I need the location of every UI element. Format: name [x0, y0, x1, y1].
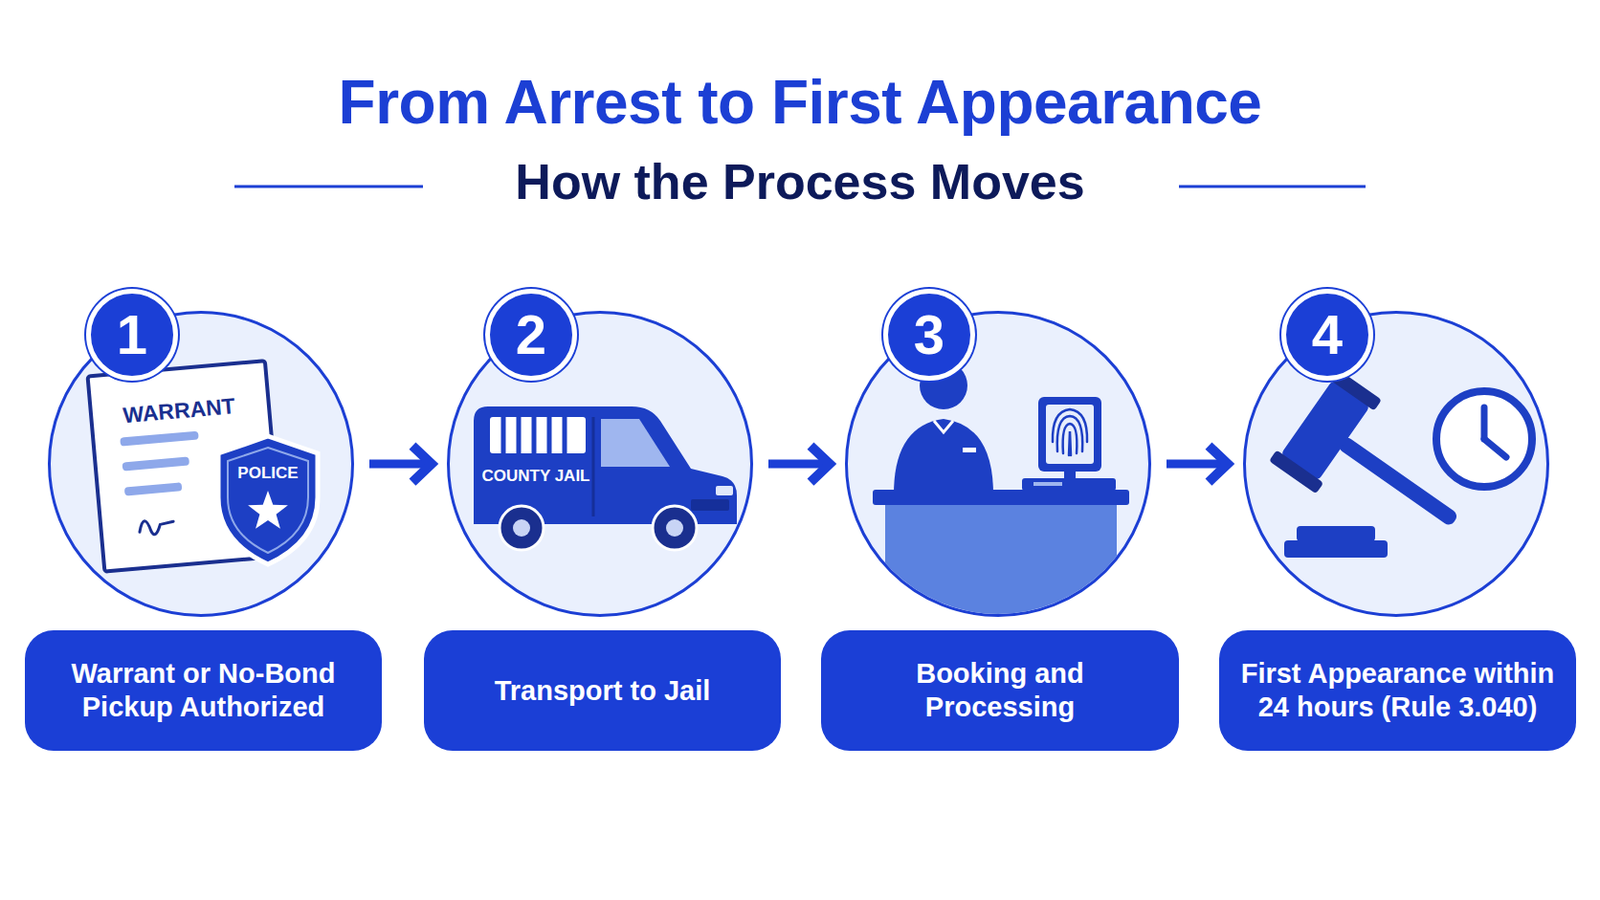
flow-arrow [768, 445, 830, 483]
flow-arrow [1166, 445, 1228, 483]
step-number: 1 [86, 288, 178, 381]
step-circle: 3 [844, 311, 1152, 618]
subtitle-rule [234, 185, 423, 189]
step-label-box: First Appearance within 24 hours (Rule 3… [1219, 630, 1577, 752]
step-circle: 4 [1243, 311, 1550, 618]
step-number: 2 [485, 288, 578, 381]
step-number: 4 [1281, 288, 1374, 381]
arrow-shaft [1166, 460, 1224, 469]
flow-arrow [369, 445, 432, 483]
subtitle: How the Process Moves [0, 155, 1600, 210]
arrow-head [810, 445, 830, 483]
arrow-shaft [768, 460, 826, 469]
step-label: First Appearance within 24 hours (Rule 3… [1240, 657, 1556, 725]
arrow-shaft [369, 460, 428, 469]
step-label-box: Warrant or No-Bond Pickup Authorized [24, 630, 382, 752]
step-label-box: Transport to Jail [423, 630, 781, 752]
diagram-title: From Arrest to First Appearance [0, 68, 1600, 136]
step-label-box: Booking and Processing [821, 630, 1179, 752]
step-label: Warrant or No-Bond Pickup Authorized [45, 657, 361, 725]
arrow-head [1208, 445, 1228, 483]
step-circle: 1 [47, 311, 355, 618]
arrow-head [412, 445, 432, 483]
subtitle-rule [1178, 185, 1366, 189]
step-label: Booking and Processing [842, 657, 1158, 725]
step-label: Transport to Jail [494, 674, 712, 709]
step-circle: 2 [446, 311, 754, 618]
step-number: 3 [883, 288, 976, 381]
